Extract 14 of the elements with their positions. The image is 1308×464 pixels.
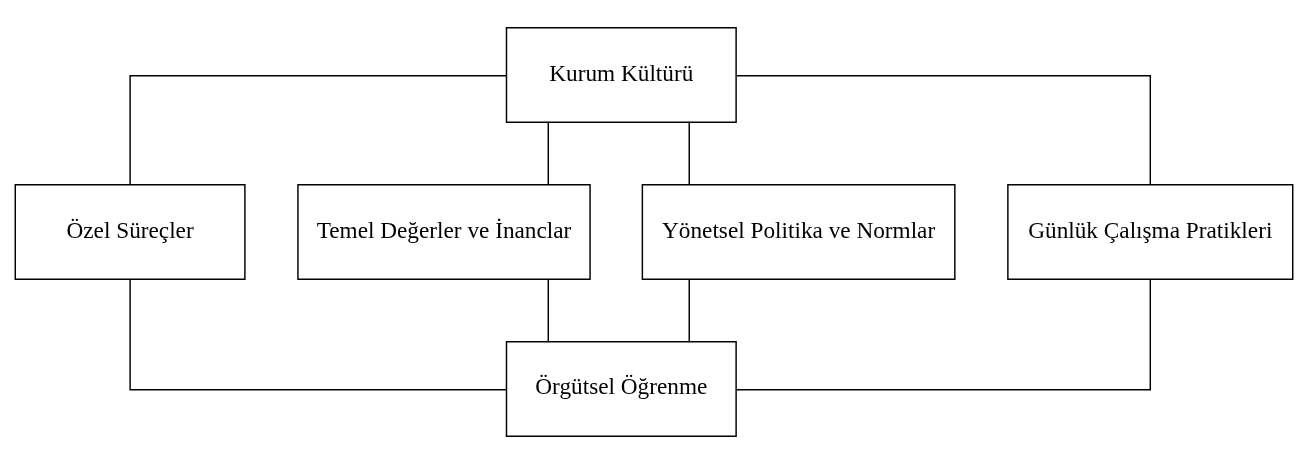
connector [736, 75, 1152, 186]
connector [547, 278, 549, 343]
node-box: Örgütsel Öğrenme [505, 341, 737, 437]
connector [688, 121, 690, 186]
connector [688, 278, 690, 343]
node-box: Temel Değerler ve İnanclar [297, 184, 591, 280]
node-box: Yönetsel Politika ve Normlar [641, 184, 956, 280]
node-box: Özel Süreçler [14, 184, 246, 280]
node-box: Günlük Çalışma Pratikleri [1007, 184, 1294, 280]
connector [129, 75, 507, 186]
node-box: Kurum Kültürü [505, 27, 737, 123]
connector [736, 278, 1152, 391]
connector [547, 121, 549, 186]
connector [129, 278, 507, 391]
